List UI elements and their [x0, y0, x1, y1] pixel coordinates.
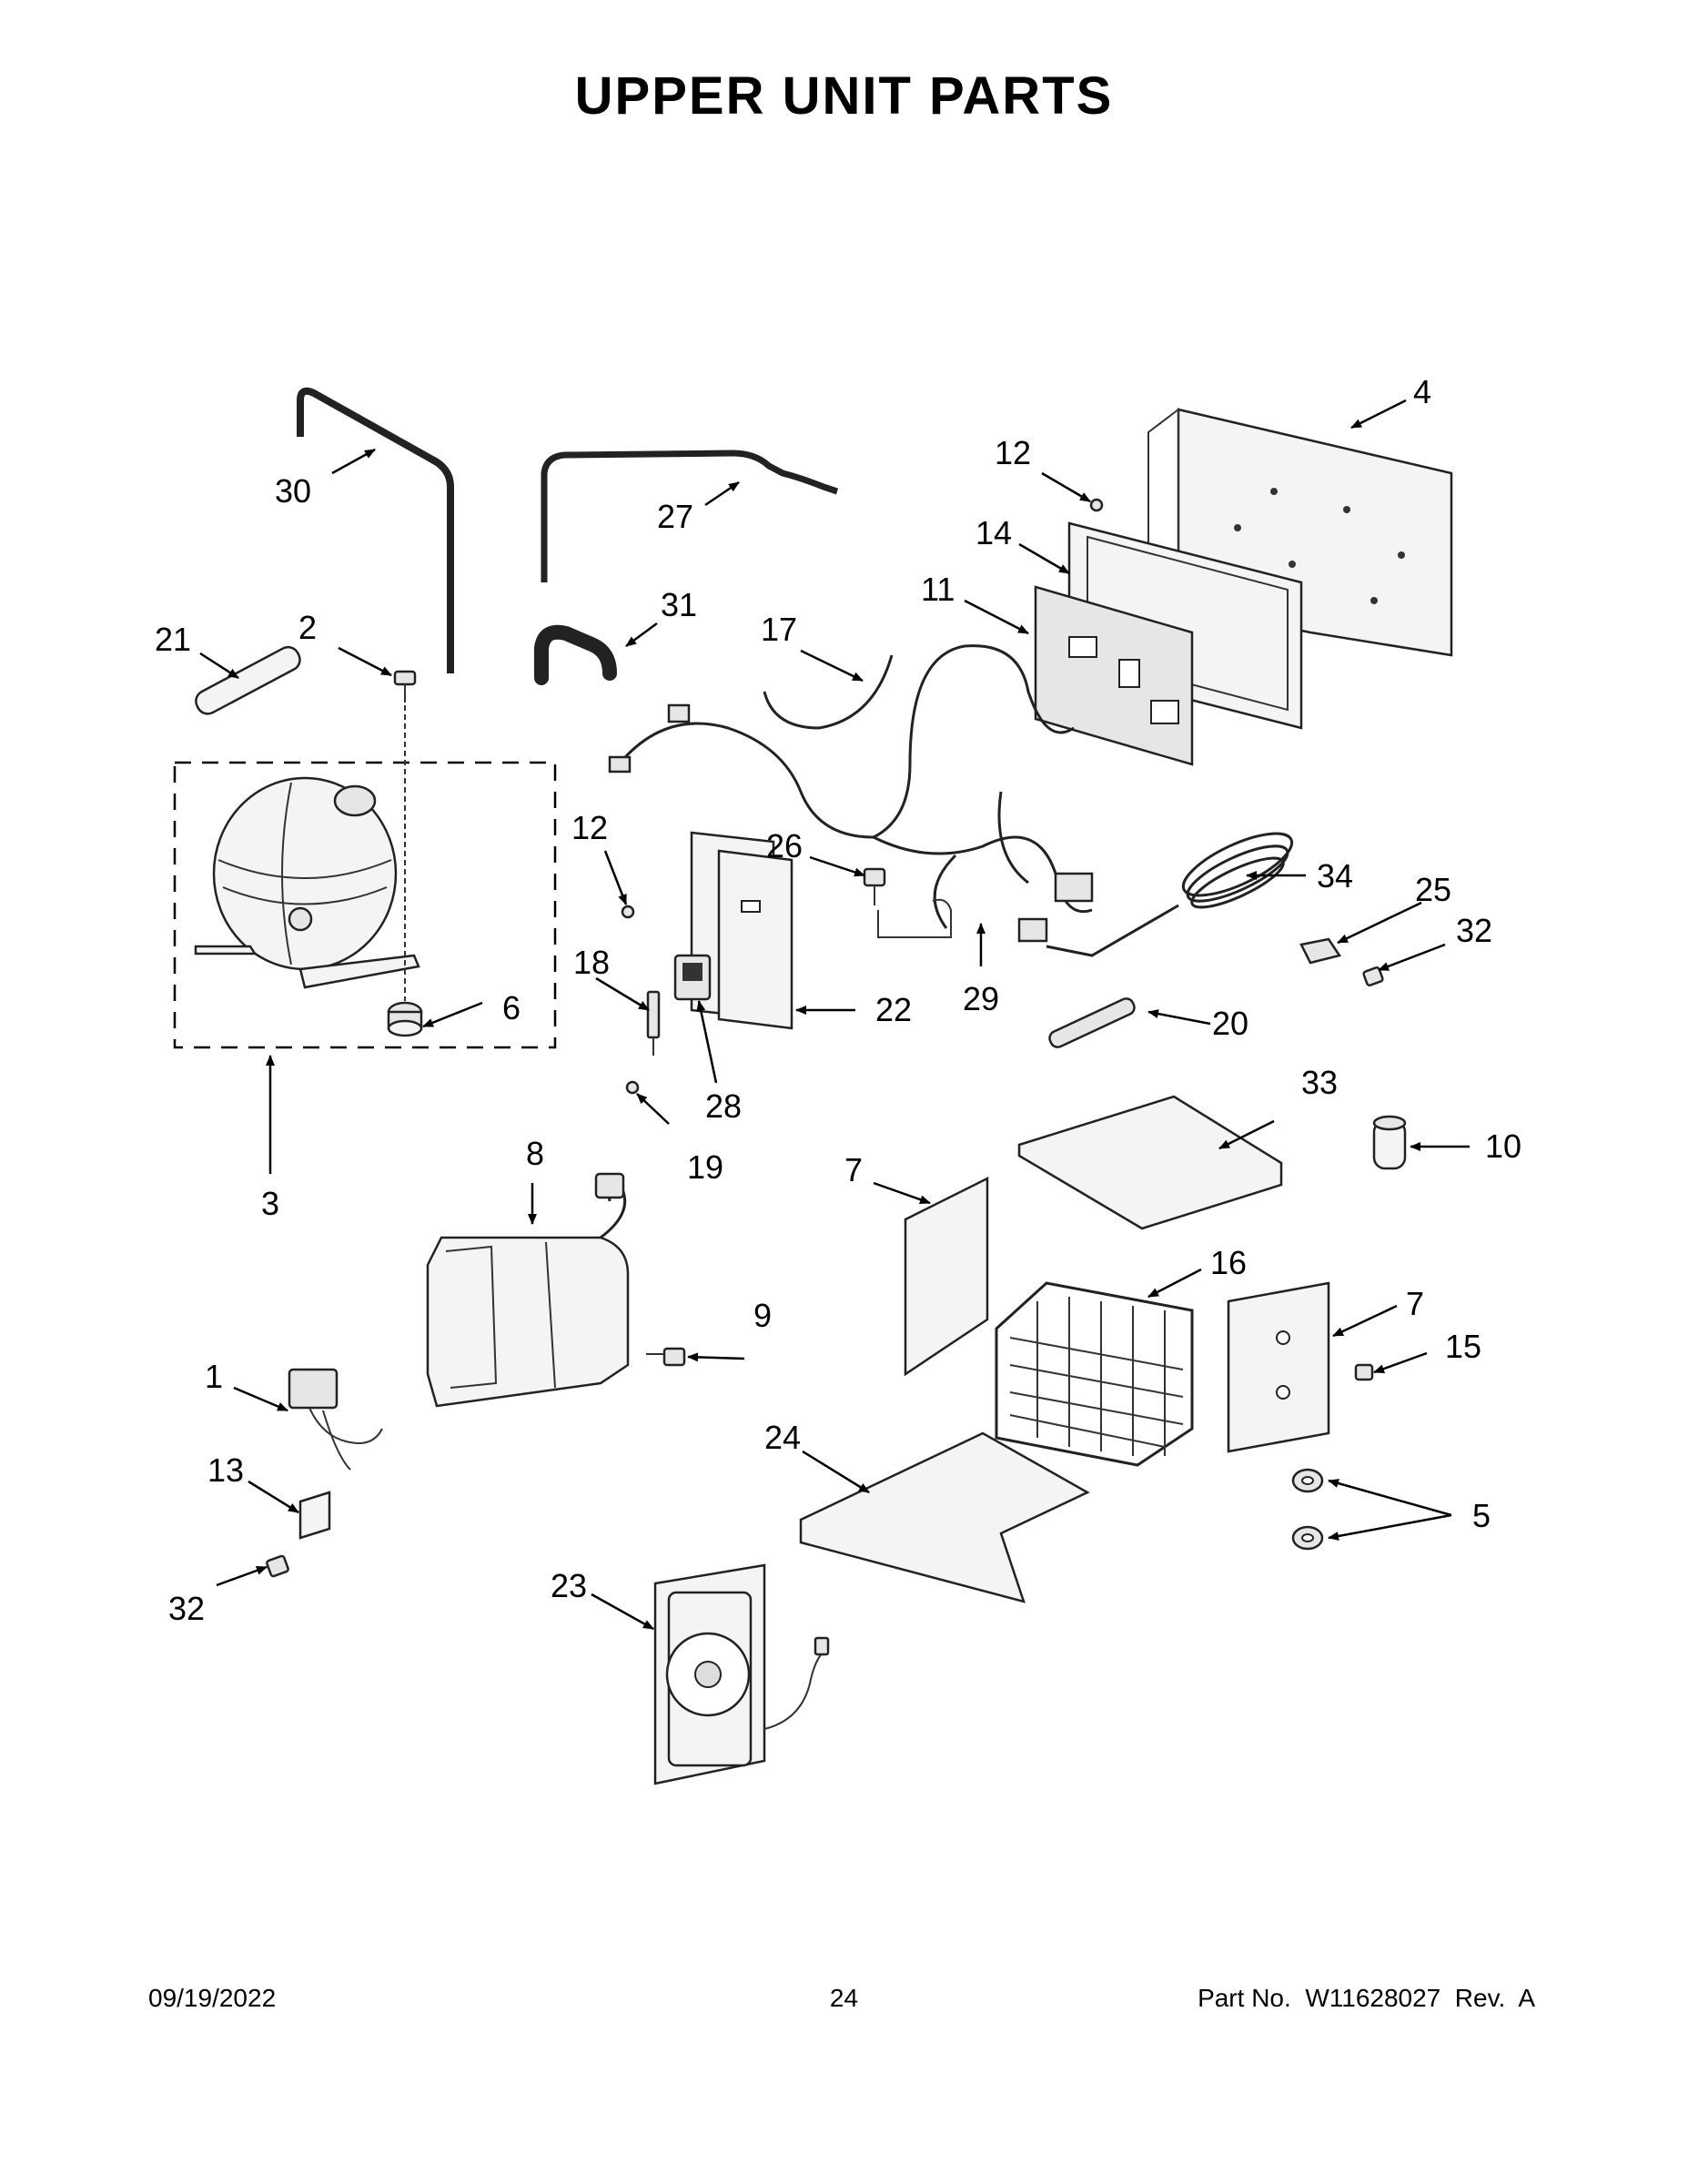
callout-7-left: 7 [844, 1151, 863, 1188]
callout-30: 30 [275, 472, 311, 510]
callout-4: 4 [1413, 373, 1431, 410]
callout-23: 23 [551, 1567, 587, 1604]
callout-11: 11 [921, 571, 955, 608]
callout-27: 27 [657, 498, 693, 535]
callout-1: 1 [205, 1358, 223, 1395]
cover-33 [1017, 1095, 1283, 1230]
callout-17: 17 [761, 611, 797, 648]
callout-16: 16 [1210, 1244, 1247, 1281]
connector [1054, 872, 1094, 903]
start-device-1 [288, 1368, 383, 1471]
callout-5: 5 [1472, 1497, 1491, 1534]
shield-24 [799, 1431, 1090, 1603]
screw-32 [1362, 966, 1384, 987]
callout-12-top: 12 [995, 434, 1031, 471]
callout-25: 25 [1415, 871, 1451, 908]
callout-8: 8 [526, 1135, 544, 1172]
grommet-5 [1291, 1525, 1324, 1551]
callout-labels: 30 27 31 21 2 17 11 14 12 4 12 26 34 25 … [155, 373, 1521, 1627]
evaporator-16 [995, 1281, 1194, 1467]
screw-9 [646, 1347, 686, 1367]
callout-32-right: 32 [1456, 912, 1492, 949]
page-title: UPPER UNIT PARTS [574, 66, 1114, 126]
heater-coil-34 [1046, 832, 1294, 957]
bracket-13 [298, 1491, 331, 1540]
callout-24: 24 [764, 1419, 801, 1456]
callout-28: 28 [705, 1087, 742, 1125]
bracket-hole [1276, 1330, 1290, 1345]
connector [667, 703, 691, 723]
callout-9: 9 [753, 1297, 772, 1334]
screw-32 [266, 1554, 289, 1578]
callout-6: 6 [502, 989, 521, 1026]
capacitor-10 [1372, 1115, 1407, 1170]
screw-19 [625, 1080, 640, 1095]
callout-22: 22 [875, 991, 912, 1028]
compressor-group-box [173, 761, 557, 1049]
fan-housing-8 [426, 1172, 630, 1408]
screw-15 [1354, 1363, 1374, 1381]
bracket-22 [690, 831, 793, 1030]
leader-lines [199, 399, 1470, 1631]
callout-20: 20 [1212, 1005, 1248, 1042]
heater-20 [1048, 997, 1136, 1048]
clip-25 [1299, 937, 1342, 965]
callout-31: 31 [661, 586, 697, 623]
callout-21: 21 [155, 621, 191, 658]
callout-19: 19 [687, 1148, 723, 1186]
callout-14: 14 [975, 514, 1012, 551]
control-board-11 [1034, 585, 1194, 766]
screw-26 [863, 867, 886, 905]
drier-21 [195, 645, 301, 715]
callout-12-mid: 12 [571, 809, 608, 846]
callout-33: 33 [1301, 1064, 1338, 1101]
fan-assembly-23 [653, 1563, 830, 1785]
grommet-5 [1291, 1468, 1324, 1493]
callout-2: 2 [298, 609, 317, 646]
bracket-7-left [904, 1176, 989, 1377]
footer-page-number: 24 [829, 1984, 859, 2012]
bracket-7-right [1227, 1281, 1330, 1453]
sensor-18 [646, 990, 661, 1056]
callout-3: 3 [261, 1185, 279, 1222]
switch-28 [673, 954, 712, 1001]
footer-date: 09/19/2022 [148, 1984, 277, 2012]
callout-34: 34 [1317, 857, 1353, 895]
callout-10: 10 [1485, 1127, 1521, 1165]
footer-part-number: Part No. W11628027 Rev. A [1198, 1984, 1535, 2012]
callout-7-right: 7 [1406, 1285, 1424, 1322]
callout-13: 13 [207, 1451, 244, 1489]
compressor-3 [194, 705, 420, 1001]
hose-31 [534, 624, 617, 685]
grommet-6 [387, 1001, 423, 1037]
connector [608, 755, 632, 774]
callout-32-left: 32 [168, 1590, 205, 1627]
callout-15: 15 [1445, 1328, 1481, 1365]
wire-harness-17 [617, 644, 1093, 929]
screw-12 [1089, 498, 1104, 512]
callout-18: 18 [573, 944, 610, 981]
bracket-hole [1276, 1385, 1290, 1400]
callout-26: 26 [766, 827, 803, 864]
connector [1017, 917, 1048, 943]
ground-wire-29 [877, 898, 952, 938]
callout-29: 29 [963, 980, 999, 1017]
screw-2 [393, 670, 417, 703]
tube-30 [297, 387, 454, 673]
tube-27 [541, 450, 839, 582]
screw-12 [621, 905, 635, 919]
